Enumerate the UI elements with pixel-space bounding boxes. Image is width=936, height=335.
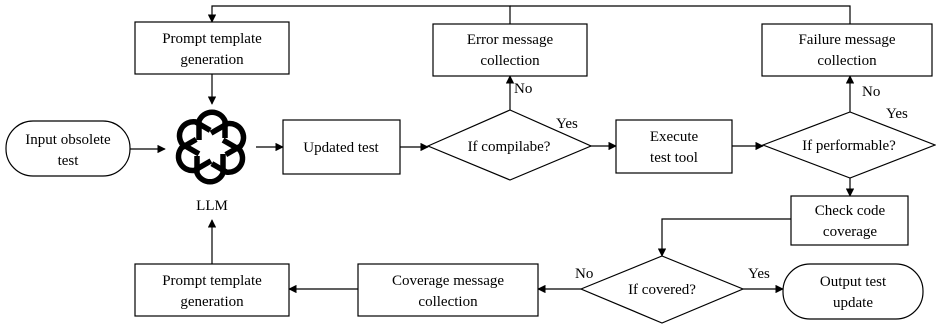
check-coverage-line-1: Check code bbox=[815, 203, 886, 219]
label-perform-no: No bbox=[862, 84, 880, 100]
if-covered-label: If covered? bbox=[628, 282, 696, 298]
failure-collection-node: Failure message collection bbox=[761, 23, 933, 77]
openai-logo-icon bbox=[175, 109, 247, 185]
llm-node: LLM bbox=[175, 109, 247, 214]
prompt-bottom-line-1: Prompt template bbox=[162, 273, 262, 289]
error-collection-node: Error message collection bbox=[432, 23, 588, 77]
output-line-1: Output test bbox=[820, 274, 887, 290]
edge-failure-to-prompt-top bbox=[510, 5, 851, 28]
error-collection-line-2: collection bbox=[480, 53, 540, 69]
prompt-top-node: Prompt template generation bbox=[134, 21, 290, 75]
coverage-collection-line-1: Coverage message bbox=[392, 273, 504, 289]
edge-error-to-prompt-top bbox=[207, 5, 511, 28]
coverage-collection-node: Coverage message collection bbox=[357, 263, 539, 317]
label-covered-yes: Yes bbox=[748, 266, 770, 282]
coverage-collection-line-2: collection bbox=[418, 294, 478, 310]
input-node-line-2: test bbox=[58, 153, 80, 169]
updated-test-label: Updated test bbox=[303, 140, 379, 156]
updated-test-node: Updated test bbox=[282, 119, 401, 175]
execute-tool-node: Execute test tool bbox=[615, 119, 733, 174]
edges bbox=[130, 5, 855, 294]
if-performable-node: If performable? bbox=[761, 111, 936, 179]
edge-coverage-to-covered bbox=[657, 218, 791, 257]
execute-tool-line-2: test tool bbox=[650, 150, 698, 166]
output-node: Output test update bbox=[782, 263, 924, 320]
output-line-2: update bbox=[833, 295, 873, 311]
prompt-top-line-1: Prompt template bbox=[162, 31, 262, 47]
prompt-bottom-node: Prompt template generation bbox=[134, 263, 290, 317]
error-collection-line-1: Error message bbox=[467, 32, 554, 48]
check-coverage-node: Check code coverage bbox=[790, 195, 909, 246]
label-covered-no: No bbox=[575, 266, 593, 282]
prompt-bottom-line-2: generation bbox=[180, 294, 244, 310]
check-coverage-line-2: coverage bbox=[823, 224, 877, 240]
label-perform-yes: Yes bbox=[886, 106, 908, 122]
prompt-top-line-2: generation bbox=[180, 52, 244, 68]
input-node: Input obsolete test bbox=[5, 120, 131, 177]
failure-collection-line-2: collection bbox=[817, 53, 877, 69]
if-compilable-node: If compilabe? bbox=[426, 109, 593, 181]
label-compile-no: No bbox=[514, 81, 532, 97]
llm-label: LLM bbox=[196, 198, 228, 214]
failure-collection-line-1: Failure message bbox=[798, 32, 895, 48]
if-covered-node: If covered? bbox=[579, 255, 745, 324]
if-compilable-label: If compilabe? bbox=[468, 139, 551, 155]
input-node-line-1: Input obsolete bbox=[25, 132, 111, 148]
if-performable-label: If performable? bbox=[802, 138, 896, 154]
label-compile-yes: Yes bbox=[556, 116, 578, 132]
execute-tool-line-1: Execute bbox=[650, 129, 699, 145]
